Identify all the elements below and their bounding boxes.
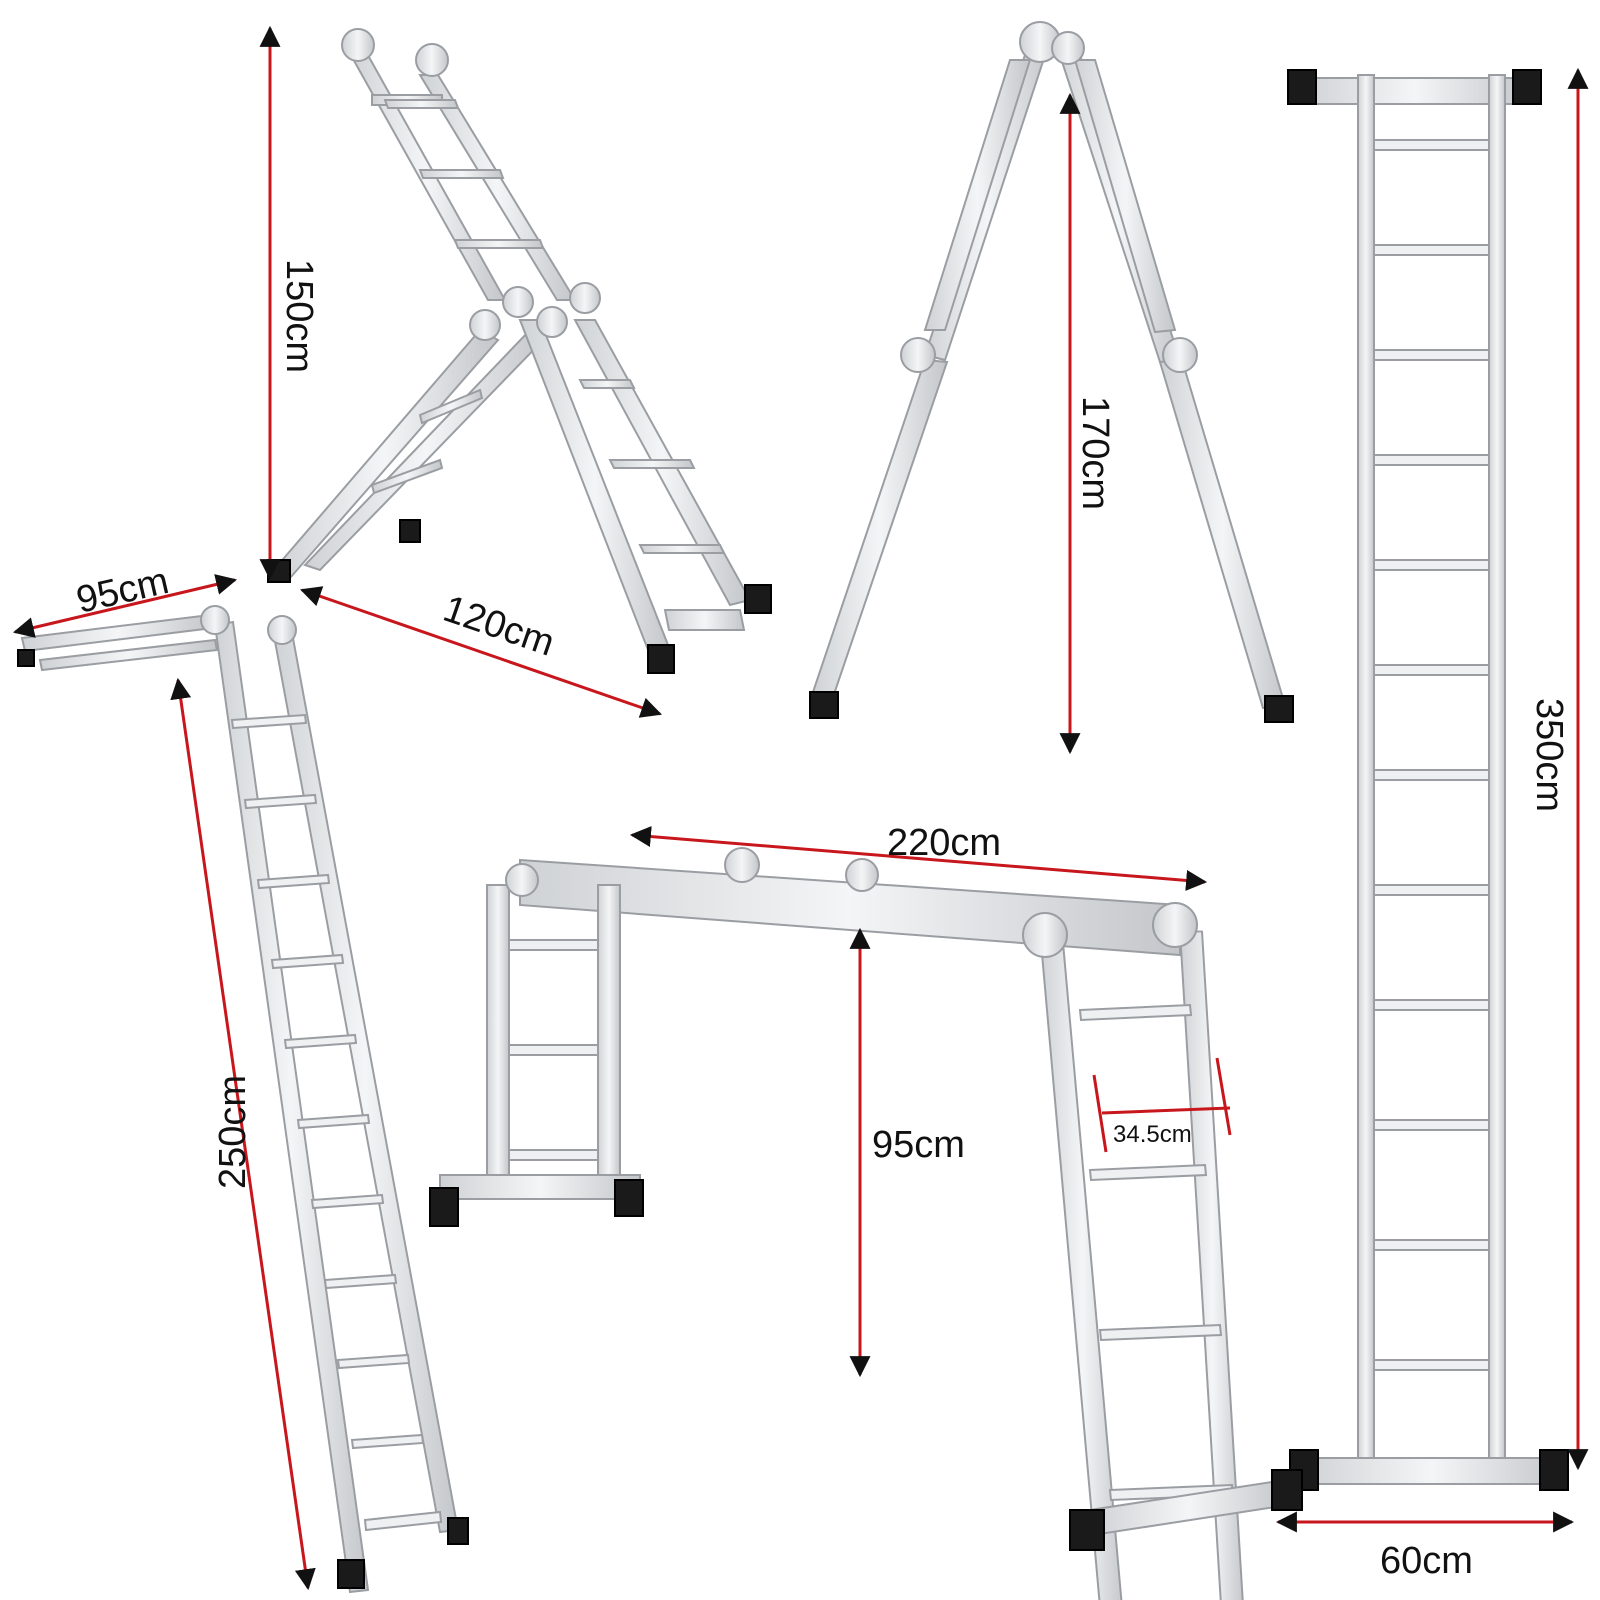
label-350: 350cm <box>1528 698 1570 812</box>
label-60: 60cm <box>1380 1540 1473 1582</box>
arrow-220 <box>629 826 1208 891</box>
label-34-5: 34.5cm <box>1113 1121 1192 1148</box>
ladder-straight <box>1287 69 1569 1491</box>
ladder-aframe-tall <box>809 21 1294 723</box>
arrow-250 <box>170 677 316 1591</box>
dimension-arrows <box>12 25 1589 1591</box>
arrow-34-5 <box>1092 1057 1232 1153</box>
label-150: 150cm <box>278 259 320 373</box>
label-250: 250cm <box>212 1075 254 1189</box>
arrow-120 <box>300 586 662 718</box>
label-120: 120cm <box>438 588 560 665</box>
label-170: 170cm <box>1074 396 1116 510</box>
label-95-height: 95cm <box>872 1124 965 1166</box>
label-95-depth: 95cm <box>73 560 173 622</box>
arrow-95-depth <box>12 574 238 638</box>
ladder-aframe-offset <box>267 28 772 674</box>
label-220: 220cm <box>887 822 1001 864</box>
ladder-scaffold <box>429 847 1303 1600</box>
